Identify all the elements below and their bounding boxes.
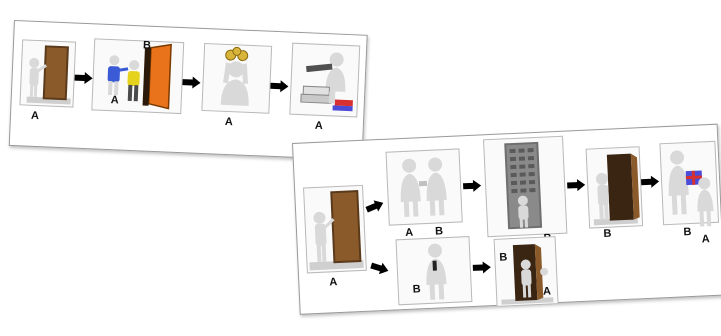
label-pusher-a: A [110, 94, 119, 107]
arrow-right-icon [74, 72, 93, 85]
phone-illustration [426, 243, 447, 300]
door-meeting-illustration [501, 244, 554, 305]
bottom-sequence-sheet: A A B [292, 123, 721, 315]
panel-person-with-coins [201, 42, 273, 114]
panel-locker [483, 135, 568, 238]
label-pushed-b: B [142, 39, 152, 52]
arrow-right-icon [567, 179, 586, 192]
locker-illustration [504, 141, 543, 230]
arrow-right-icon [472, 261, 492, 274]
panel-handshake [385, 148, 463, 226]
panel-gift-exchange [659, 140, 720, 226]
label-exit-b: B [603, 227, 612, 240]
gift-illustration [668, 150, 703, 215]
start-door-illustration [309, 190, 364, 271]
label-person-a: A [30, 109, 40, 123]
label-door-b: B [499, 251, 508, 264]
label-gift-b: B [683, 225, 692, 239]
top-sequence-sheet: A A B [8, 20, 368, 161]
panel-person-on-books [289, 42, 361, 118]
panel-start-person-at-door [303, 184, 367, 274]
label-start-a: A [329, 276, 338, 289]
coins-scene-illustration [220, 46, 249, 106]
panel-person-at-door [19, 39, 77, 108]
panel-door-meeting: B A [493, 236, 559, 307]
label-gift-a: A [701, 233, 711, 246]
label-phone-b: B [412, 283, 421, 296]
label-coins-a: A [224, 115, 234, 129]
label-books-a: A [314, 119, 324, 133]
books-scene-illustration [300, 52, 353, 112]
arrow-right-icon [641, 175, 660, 188]
panel-push-through-door: A B [91, 38, 185, 115]
panel-phone-call: B [395, 236, 473, 306]
panel-receiver [691, 175, 720, 232]
panel-exit-door [585, 146, 644, 229]
push-scene-illustration [107, 43, 172, 110]
arrow-down-right-icon [369, 260, 390, 277]
door-scene-illustration [26, 45, 71, 105]
label-handshake-b: B [434, 225, 444, 238]
arrow-right-icon [270, 80, 289, 93]
label-handshake-a: A [404, 226, 414, 239]
arrow-right-icon [182, 76, 201, 89]
label-door-a: A [542, 285, 552, 298]
handshake-illustration [400, 157, 447, 217]
exit-door-illustration [593, 153, 640, 226]
arrow-up-right-icon [364, 197, 385, 215]
arrow-right-icon [463, 179, 482, 192]
receiver-figure-illustration [697, 177, 714, 227]
